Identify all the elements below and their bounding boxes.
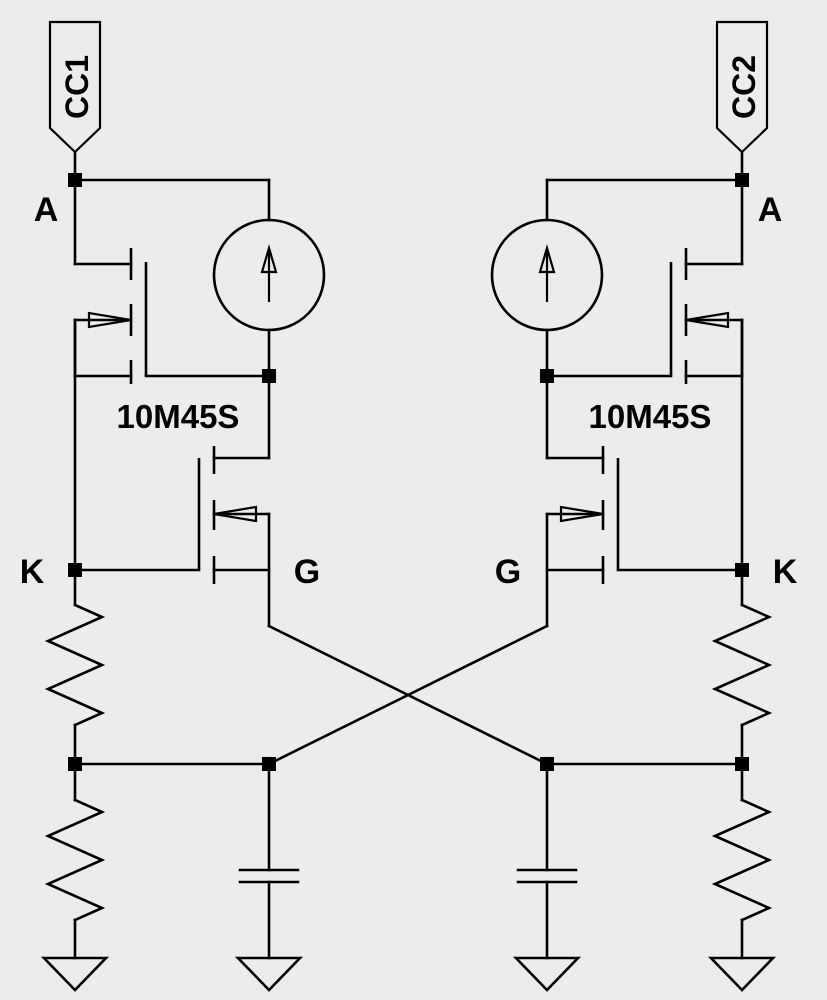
mosfet-lower-right	[545, 374, 744, 628]
ground-left-1	[40, 956, 110, 992]
port-cc1-label: CC1	[59, 55, 95, 119]
junction-nodes	[68, 173, 749, 771]
right-circuit: CC2 10M45S	[490, 20, 777, 992]
resistor-upper-right	[711, 603, 773, 727]
part-label-right: 10M45S	[589, 398, 712, 435]
mosfet-lower-left	[73, 374, 271, 628]
node-a-left	[68, 173, 82, 187]
current-source-right	[490, 218, 604, 378]
capacitor-left	[234, 762, 304, 992]
node-a-right	[735, 173, 749, 187]
resistor-upper-left	[44, 603, 106, 727]
port-cc1: CC1	[48, 20, 102, 182]
node-source-right	[540, 369, 554, 383]
resistor-lower-left	[44, 798, 106, 922]
left-circuit: CC1 10M45S	[40, 20, 326, 992]
mosfet-upper-right	[545, 248, 744, 384]
capacitor-right	[512, 762, 582, 992]
node-cap-right	[540, 757, 554, 771]
node-mid-right	[735, 757, 749, 771]
label-cathode-right: K	[773, 553, 798, 591]
node-cap-left	[262, 757, 276, 771]
pin-labels: A A K K G G	[20, 191, 798, 591]
node-k-left	[68, 563, 82, 577]
current-source-left	[212, 218, 326, 378]
cross-coupling-wires	[267, 624, 549, 766]
node-k-right	[735, 563, 749, 577]
label-anode-right: A	[758, 191, 783, 229]
label-cathode-left: K	[20, 553, 45, 591]
resistor-lower-right	[711, 798, 773, 922]
node-mid-left	[68, 757, 82, 771]
node-source-left	[262, 369, 276, 383]
label-gate-left: G	[294, 553, 320, 591]
part-label-left: 10M45S	[117, 398, 240, 435]
label-anode-left: A	[34, 191, 59, 229]
ground-right-1	[707, 956, 777, 992]
port-cc2: CC2	[715, 20, 769, 182]
label-gate-right: G	[495, 553, 521, 591]
port-cc2-label: CC2	[726, 55, 762, 119]
mosfet-upper-left	[73, 248, 271, 384]
